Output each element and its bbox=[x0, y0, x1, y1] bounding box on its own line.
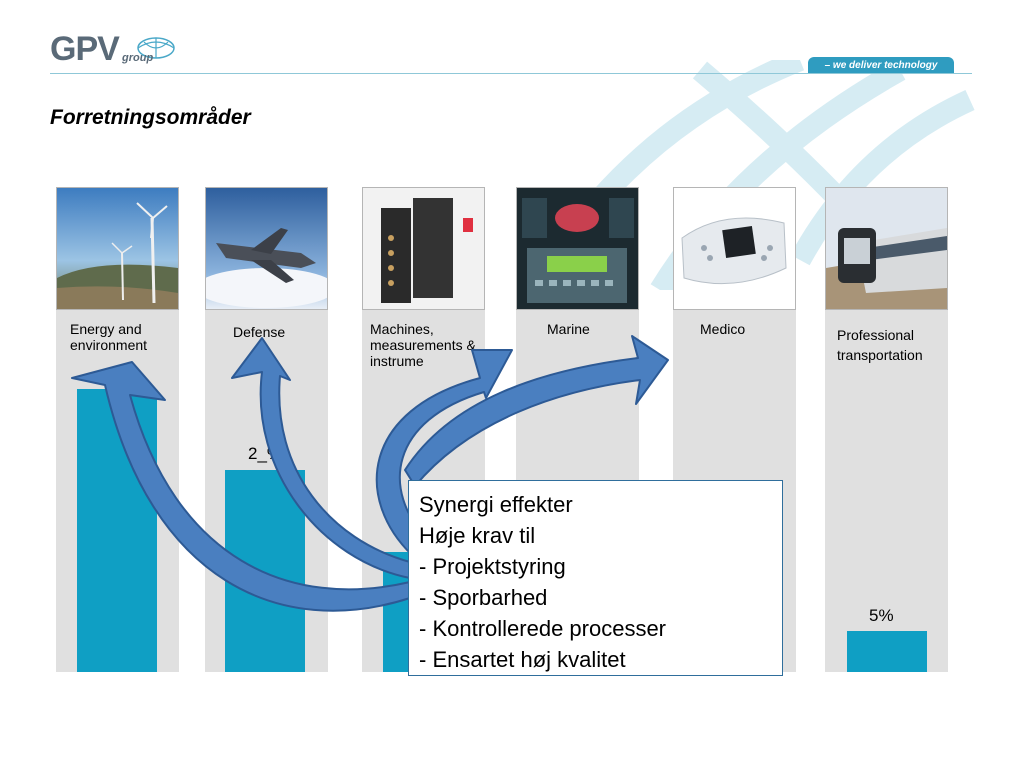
train-photo bbox=[825, 187, 948, 310]
synergy-line: - Ensartet høj kvalitet bbox=[419, 647, 626, 672]
area-bar-transportation bbox=[847, 631, 927, 672]
header-divider bbox=[50, 73, 972, 74]
tagline-badge: – we deliver technology bbox=[808, 57, 954, 74]
ship-console-photo bbox=[516, 187, 639, 310]
area-label-machines: Machines, measurements & instrume bbox=[370, 321, 476, 369]
logo-subtext: group bbox=[122, 52, 154, 64]
gpv-logo: GPV group bbox=[50, 30, 180, 70]
area-label-defense: Defense bbox=[233, 324, 286, 340]
area-label-transportation: Professional transportation bbox=[837, 327, 923, 363]
instrument-modules-photo bbox=[362, 187, 485, 310]
fighter-jet-photo bbox=[205, 187, 328, 310]
area-column-energy: Energy and environment bbox=[56, 187, 179, 672]
page-title: Forretningsområder bbox=[50, 106, 251, 129]
logo-text: GPV bbox=[50, 30, 120, 68]
area-percent-transportation: 5% bbox=[869, 606, 894, 625]
synergy-line: - Kontrollerede processer bbox=[419, 616, 667, 641]
synergy-heading: Synergi effekter bbox=[419, 492, 573, 517]
wind-turbines-photo bbox=[56, 187, 179, 310]
synergy-line: - Projektstyring bbox=[419, 554, 566, 579]
area-label-marine: Marine bbox=[547, 321, 590, 337]
synergy-line: Høje krav til bbox=[419, 523, 536, 548]
area-column-transportation: Professional transportation 5% bbox=[825, 187, 948, 672]
synergy-textbox: Synergi effekter Høje krav til - Projekt… bbox=[408, 480, 783, 676]
area-label-medico: Medico bbox=[700, 321, 746, 337]
synergy-line: - Sporbarhed bbox=[419, 585, 548, 610]
area-label-energy: Energy and environment bbox=[70, 321, 148, 353]
medical-device-photo bbox=[673, 187, 796, 310]
globe-icon bbox=[137, 37, 175, 59]
